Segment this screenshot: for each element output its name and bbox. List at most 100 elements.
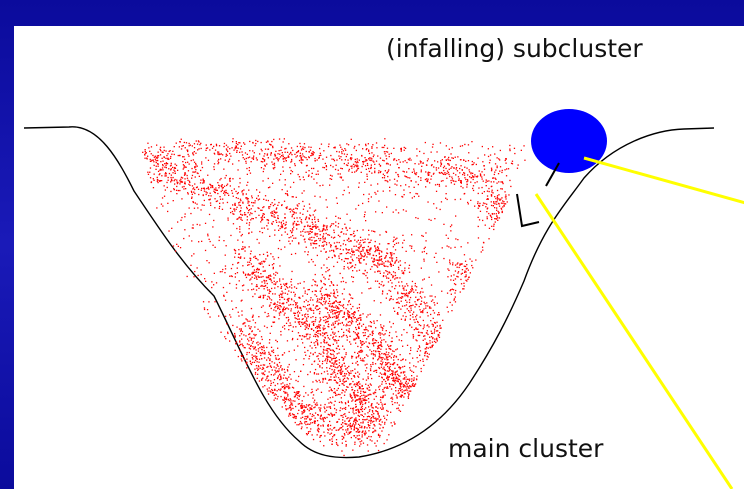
galaxy-point [219,205,221,208]
galaxy-point [423,326,425,328]
galaxy-point [252,358,254,360]
galaxy-point [241,330,244,333]
galaxy-point [355,326,357,329]
galaxy-point [153,179,155,181]
galaxy-point [354,164,356,166]
galaxy-point [351,171,353,173]
galaxy-point [382,275,385,278]
galaxy-point [399,277,401,279]
galaxy-point [195,162,197,165]
galaxy-point [343,454,345,457]
galaxy-point [312,309,315,312]
galaxy-point [419,346,421,348]
galaxy-point [225,338,227,340]
galaxy-point [399,161,401,163]
galaxy-point [255,334,257,336]
galaxy-point [416,320,419,323]
galaxy-point [301,153,304,155]
galaxy-point [178,146,180,148]
galaxy-point [268,207,270,210]
galaxy-point [207,235,209,237]
galaxy-point [421,165,423,167]
galaxy-point [200,142,202,144]
galaxy-point [386,147,389,149]
galaxy-point [412,337,414,339]
galaxy-point [366,316,368,318]
galaxy-point [390,295,392,298]
galaxy-point [463,254,466,256]
galaxy-point [277,375,280,377]
galaxy-point [259,263,261,265]
galaxy-point [315,334,317,336]
galaxy-point [429,340,431,342]
galaxy-point [335,246,337,248]
galaxy-point [320,303,322,305]
galaxy-point [494,177,496,179]
galaxy-point [323,445,325,447]
galaxy-point [430,313,432,316]
galaxy-point [249,261,251,263]
galaxy-point [405,292,408,294]
galaxy-point [229,177,231,179]
galaxy-point [363,329,365,331]
galaxy-point [240,216,242,219]
galaxy-point [367,376,369,378]
galaxy-point [251,273,253,275]
galaxy-point [393,359,395,361]
galaxy-point [248,274,250,276]
galaxy-point [385,155,387,157]
galaxy-point [267,199,269,202]
galaxy-point [266,359,268,361]
galaxy-point [351,425,353,427]
galaxy-point [324,225,326,227]
galaxy-point [392,264,394,266]
galaxy-point [192,152,194,154]
galaxy-point [360,317,362,319]
galaxy-point [324,284,326,286]
galaxy-point [264,282,266,284]
galaxy-point [261,352,263,355]
galaxy-point [332,249,335,251]
galaxy-point [229,207,232,209]
galaxy-point [243,272,245,274]
galaxy-point [330,379,332,381]
galaxy-point [249,150,251,152]
galaxy-point [449,261,451,263]
galaxy-point [299,212,301,214]
galaxy-point [342,150,345,152]
galaxy-point [502,206,504,208]
galaxy-point [295,304,297,306]
galaxy-point [500,188,502,190]
galaxy-point [464,260,467,262]
galaxy-point [369,313,371,315]
galaxy-point [316,235,318,237]
galaxy-point [324,407,326,410]
galaxy-point [213,284,215,286]
galaxy-point [333,388,336,390]
galaxy-point [324,377,326,380]
galaxy-point [237,261,240,264]
galaxy-point [156,176,158,179]
galaxy-point [305,392,307,394]
galaxy-point [406,389,408,392]
galaxy-point [191,255,193,257]
galaxy-point [254,257,257,259]
galaxy-point [168,168,170,170]
galaxy-point [164,173,166,175]
galaxy-point [422,162,424,164]
galaxy-point [271,350,273,352]
galaxy-point [380,258,383,260]
galaxy-point [374,191,376,194]
galaxy-point [318,298,321,300]
galaxy-point [335,197,338,199]
galaxy-point [287,316,289,319]
galaxy-point [367,423,369,426]
galaxy-point [390,265,392,267]
galaxy-point [394,371,397,373]
galaxy-point [339,176,341,178]
galaxy-point [311,405,313,407]
galaxy-point [379,259,381,261]
galaxy-point [345,244,347,246]
galaxy-point [326,406,328,408]
galaxy-point [280,395,282,398]
